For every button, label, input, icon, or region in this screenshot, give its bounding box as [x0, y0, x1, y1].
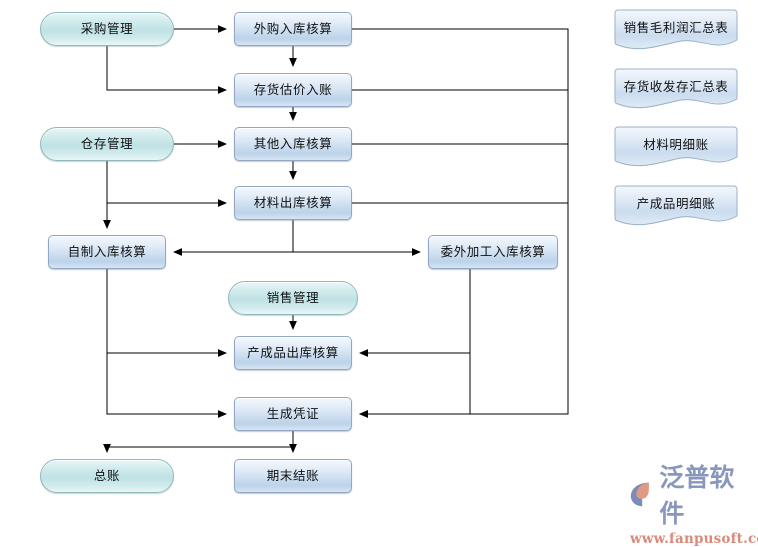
node-cangcun-guanli[interactable]: 仓存管理 — [40, 127, 174, 161]
node-label: 材料出库核算 — [253, 194, 333, 210]
node-label: 期末结账 — [266, 467, 320, 483]
edge-shengcheng-zongzhang — [103, 444, 293, 453]
report-chanchengpin-mingxizhang[interactable]: 产成品明细账 — [614, 185, 738, 229]
report-xiaoshou-maolirun-huizongbiao[interactable]: 销售毛利润汇总表 — [614, 9, 738, 53]
document-shape-icon — [614, 126, 738, 167]
report-label: 存货收发存汇总表 — [623, 78, 729, 94]
node-zongzhang[interactable]: 总账 — [40, 459, 174, 493]
report-label: 产成品明细账 — [636, 195, 716, 211]
edge-bus-waigou — [352, 28, 569, 418]
node-qimo-jiezhang[interactable]: 期末结账 — [234, 459, 352, 493]
document-shape-icon — [614, 9, 738, 50]
node-label: 产成品出库核算 — [247, 344, 339, 360]
node-label: 仓存管理 — [80, 135, 134, 151]
node-label: 生成凭证 — [266, 405, 320, 421]
edge-weiwai-shengcheng — [359, 269, 471, 418]
fanpu-swoosh-icon — [630, 482, 649, 507]
edge-zizhi-shengcheng — [106, 269, 227, 418]
report-label: 材料明细账 — [643, 136, 709, 152]
node-cunhuo-gujia-ruzhang[interactable]: 存货估价入账 — [234, 73, 352, 107]
node-waigou-ruku-hesuan[interactable]: 外购入库核算 — [234, 12, 352, 46]
node-label: 外购入库核算 — [253, 20, 333, 36]
document-shape-icon — [614, 185, 738, 226]
node-label: 销售管理 — [266, 289, 320, 305]
logo-text: 泛普软件 — [659, 463, 735, 528]
fanpu-logo: 泛普软件 www.fanpusoft.com — [628, 458, 758, 547]
report-cunhuo-shoufacun-huizongbiao[interactable]: 存货收发存汇总表 — [614, 68, 738, 112]
edge-weiwai-chanchengpin — [359, 269, 471, 357]
flowchart-canvas: 采购管理 外购入库核算 存货估价入账 仓存管理 其他入库核算 材料出库核算 自制… — [40, 9, 758, 547]
report-label: 销售毛利润汇总表 — [623, 19, 729, 35]
logo-url: www.fanpusoft.com — [630, 531, 758, 547]
node-label: 委外加工入库核算 — [440, 243, 546, 259]
node-cailiao-chuku-hesuan[interactable]: 材料出库核算 — [234, 186, 352, 220]
node-qita-ruku-hesuan[interactable]: 其他入库核算 — [234, 127, 352, 161]
node-caigou-guanli[interactable]: 采购管理 — [40, 12, 174, 46]
logo-row: 泛普软件 — [628, 458, 754, 530]
node-shengcheng-pingzheng[interactable]: 生成凭证 — [234, 397, 352, 431]
node-zizhi-ruku-hesuan[interactable]: 自制入库核算 — [48, 235, 166, 269]
edge-caigou-cunhuo — [106, 46, 227, 94]
node-chanchengpin-chuku-hesuan[interactable]: 产成品出库核算 — [234, 336, 352, 370]
node-label: 存货估价入账 — [253, 81, 333, 97]
node-label: 采购管理 — [80, 20, 134, 36]
node-label: 自制入库核算 — [67, 243, 147, 259]
edge-cangcun-cailiao — [106, 161, 227, 207]
edge-zizhi-chanchengpin — [106, 269, 227, 357]
document-shape-icon — [614, 68, 738, 109]
report-cailiao-mingxizhang[interactable]: 材料明细账 — [614, 126, 738, 170]
node-weiwai-jiagong-ruku-hesuan[interactable]: 委外加工入库核算 — [428, 235, 558, 269]
node-label: 其他入库核算 — [253, 135, 333, 151]
node-xiaoshou-guanli[interactable]: 销售管理 — [228, 281, 358, 315]
node-label: 总账 — [93, 467, 121, 483]
